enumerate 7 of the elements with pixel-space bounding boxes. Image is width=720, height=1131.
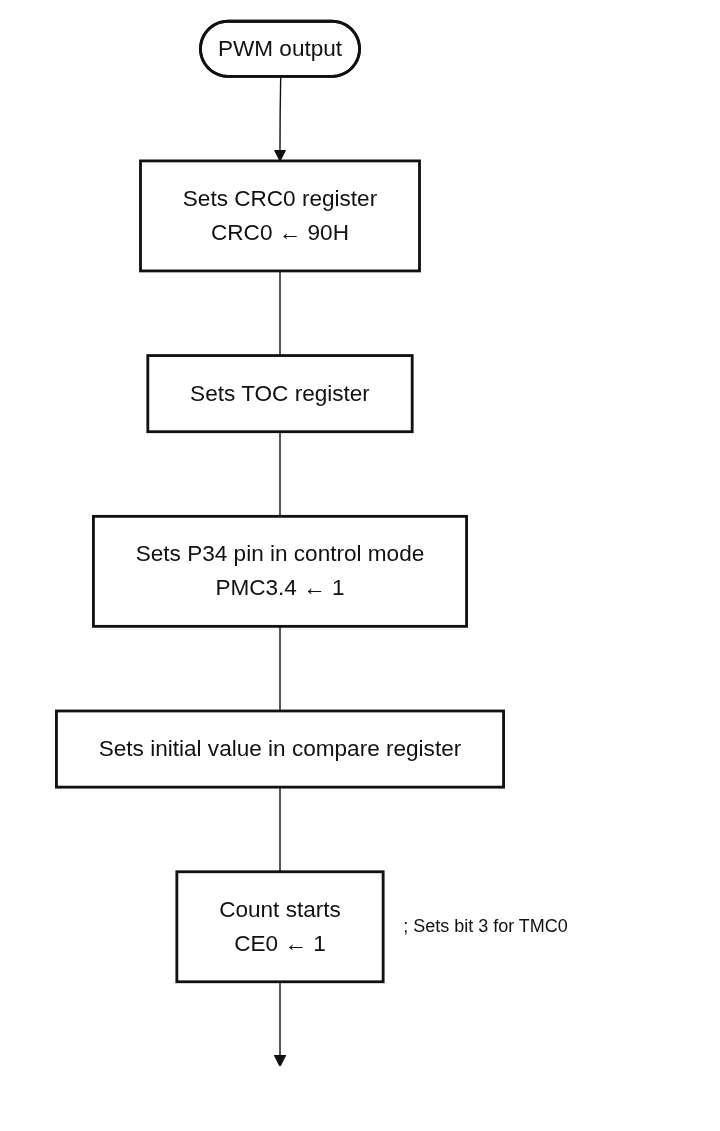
side-note: ; Sets bit 3 for TMC0	[403, 915, 568, 937]
node-box: Count starts CE0 ← 1	[175, 870, 385, 984]
node-box: Sets TOC register	[146, 354, 414, 434]
node-box: Sets P34 pin in control mode PMC3.4 ← 1	[92, 514, 468, 628]
arrow	[273, 981, 287, 1067]
node-box: Sets initial value in compare register	[55, 709, 505, 789]
node-box: Sets CRC0 register CRC0 ← 90H	[139, 159, 421, 273]
